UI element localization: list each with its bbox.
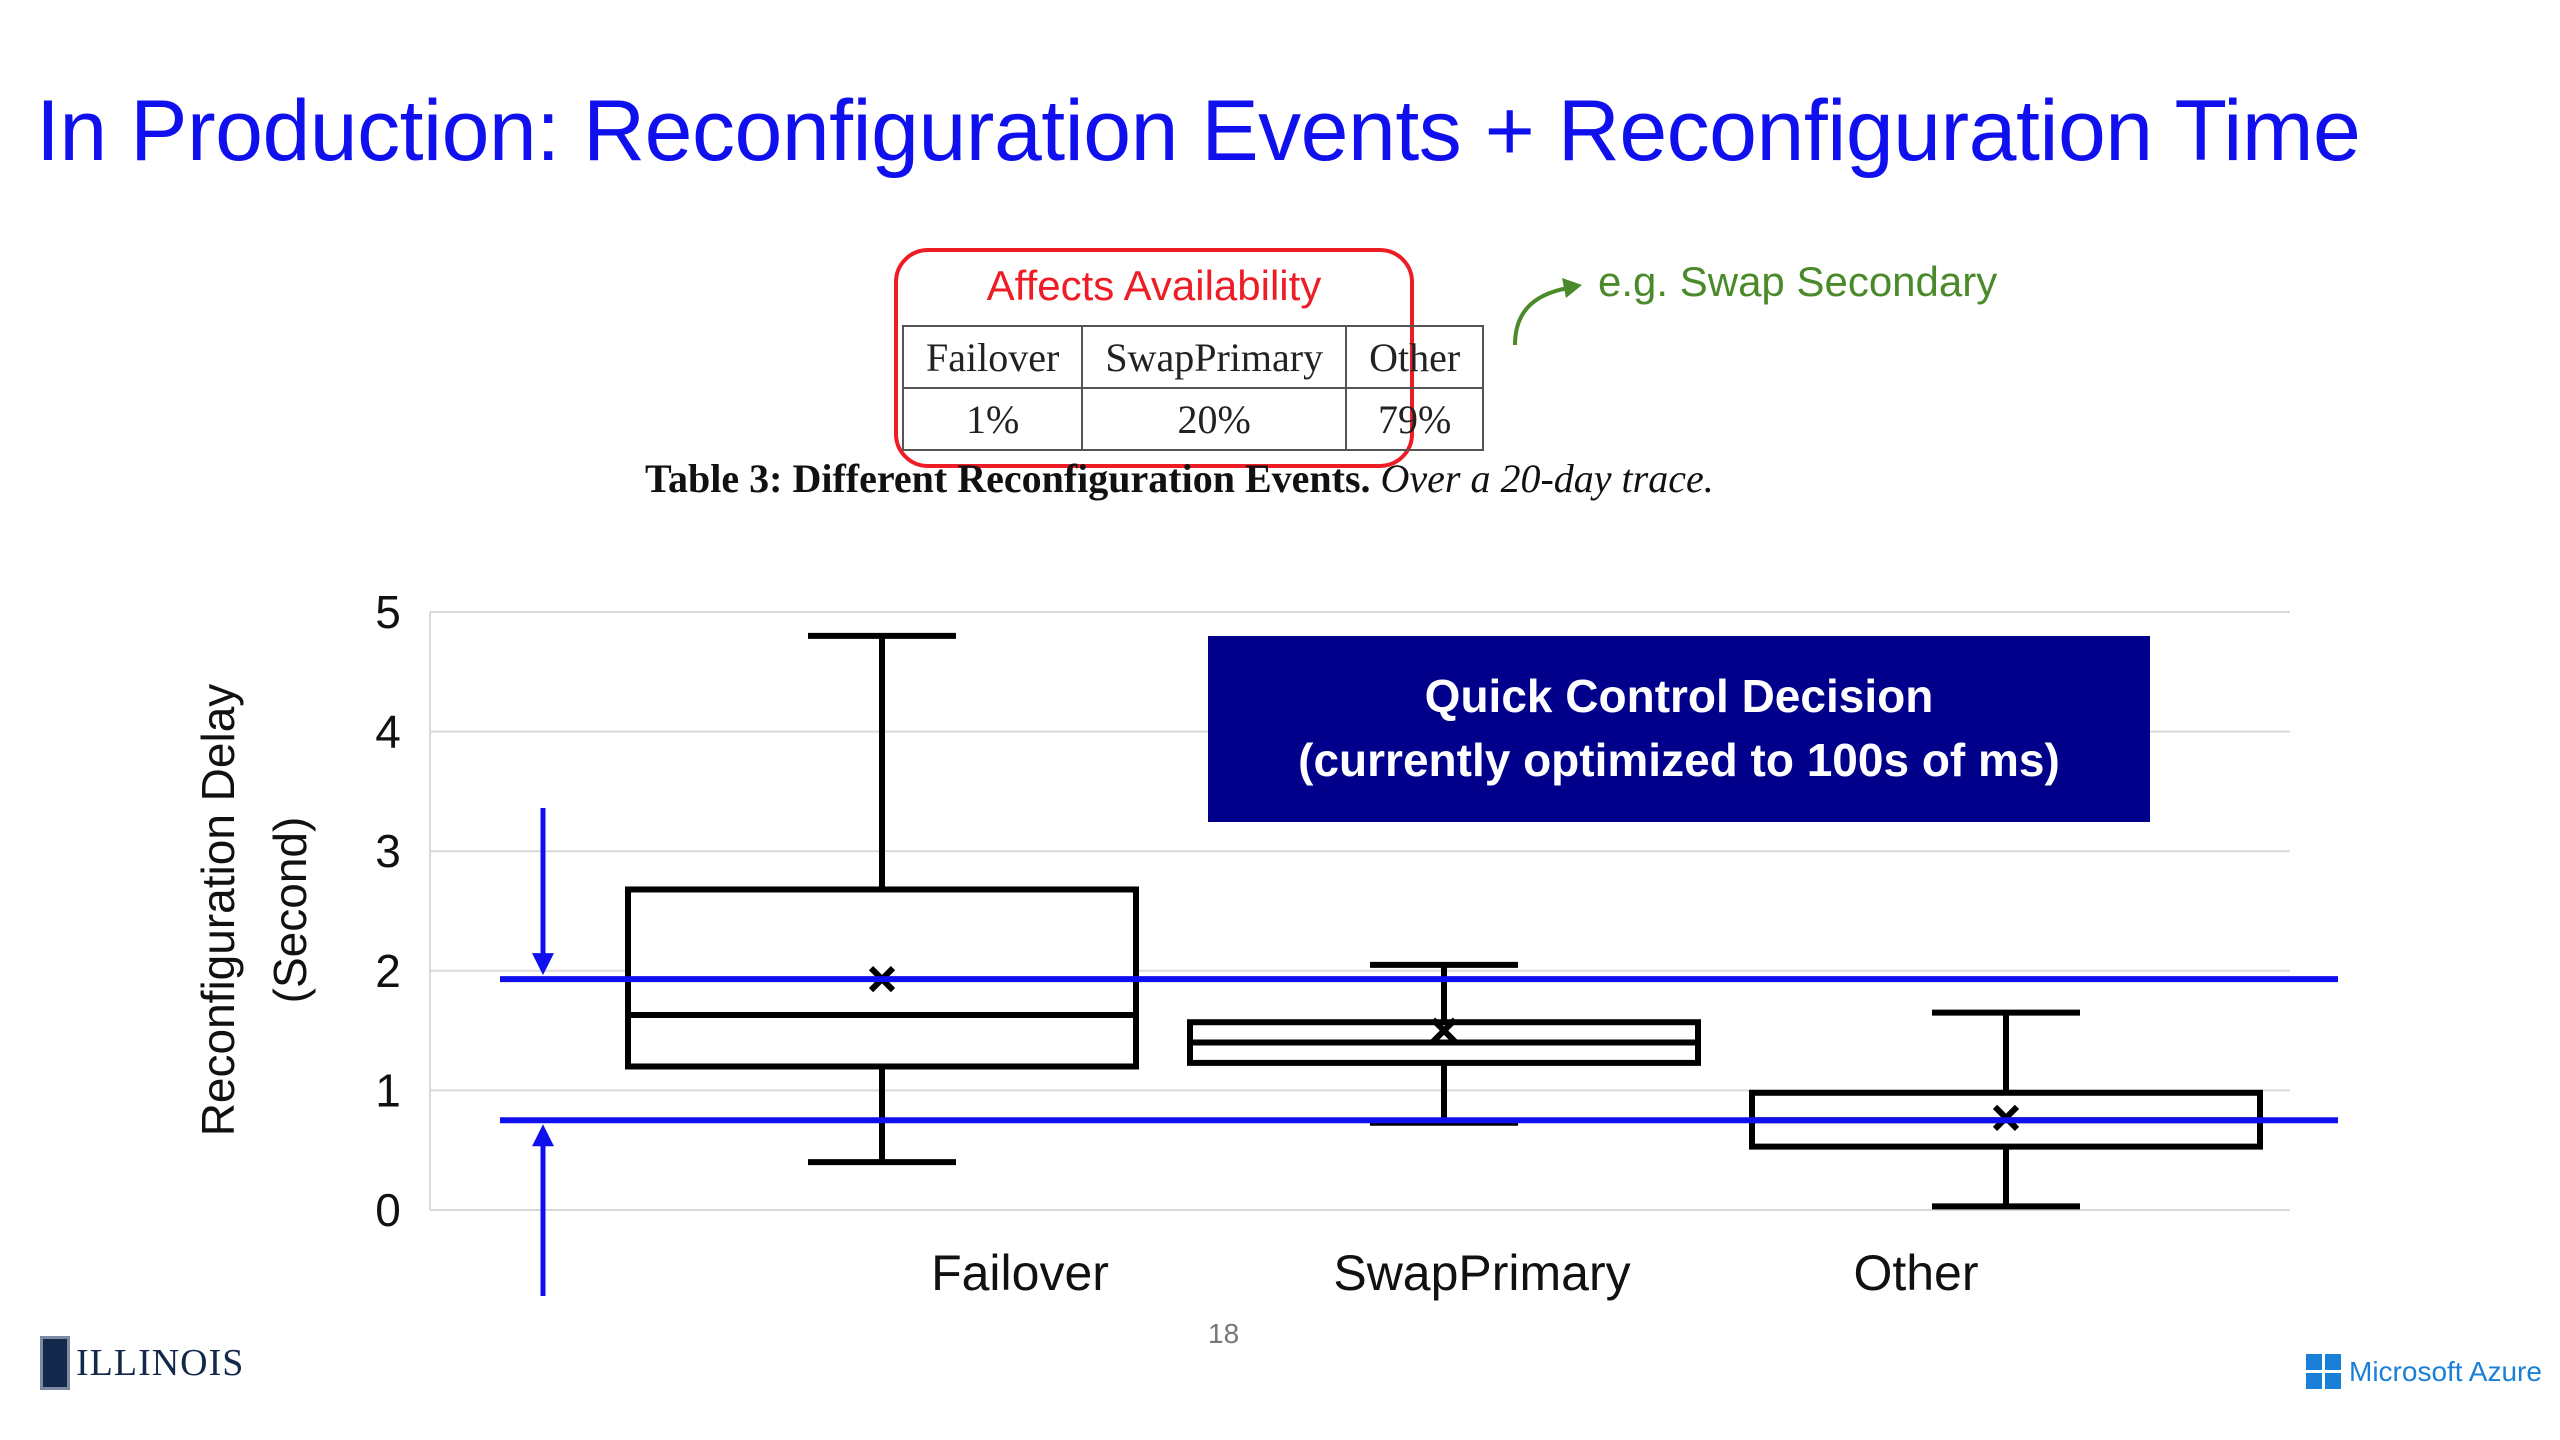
table-value-other: 79% (1345, 387, 1485, 451)
x-category-label: SwapPrimary (1333, 1245, 1630, 1301)
x-category-label: Failover (931, 1245, 1109, 1301)
y-tick-label: 3 (375, 825, 401, 877)
y-axis-title: (Second) (264, 817, 316, 1004)
page-number: 18 (1208, 1318, 1240, 1349)
y-tick-label: 1 (375, 1064, 401, 1116)
events-table: Failover SwapPrimary Other 1% 20% 79% (901, 325, 1485, 451)
x-category-label: Other (1853, 1245, 1978, 1301)
table-value-swapprimary: 20% (1081, 387, 1348, 451)
windows-icon (2306, 1354, 2341, 1389)
table-caption-bold: Table 3: Different Reconfiguration Event… (645, 456, 1371, 501)
y-tick-label: 0 (375, 1184, 401, 1236)
callout-line-2: (currently optimized to 100s of ms) (1298, 734, 2060, 786)
quick-control-callout: Quick Control Decision (currently optimi… (1208, 636, 2150, 822)
up-arrow-head (532, 1124, 554, 1147)
table-caption: Table 3: Different Reconfiguration Event… (645, 455, 1714, 502)
slide-title: In Production: Reconfiguration Events + … (36, 83, 2361, 179)
y-tick-label: 4 (375, 706, 401, 758)
table-value-row: 1% 20% 79% (901, 387, 1485, 451)
illinois-block-i-icon (40, 1336, 70, 1390)
callout-line-1: Quick Control Decision (1424, 670, 1934, 722)
table-header-swapprimary: SwapPrimary (1081, 325, 1348, 389)
availability-label: Affects Availability (986, 262, 1322, 309)
y-tick-label: 5 (375, 586, 401, 638)
table-caption-italic: Over a 20-day trace. (1380, 456, 1714, 501)
table-header-other: Other (1345, 325, 1485, 389)
azure-logo: Microsoft Azure (2306, 1354, 2542, 1389)
mean-marker (1430, 1017, 1458, 1044)
y-axis-title: Reconfiguration Delay (192, 684, 244, 1137)
swap-secondary-note: e.g. Swap Secondary (1598, 258, 1998, 305)
illinois-wordmark: ILLINOIS (76, 1342, 245, 1384)
table-header-row: Failover SwapPrimary Other (901, 325, 1485, 389)
y-tick-label: 2 (375, 945, 401, 997)
illinois-logo: ILLINOIS (40, 1336, 244, 1390)
table-value-failover: 1% (901, 387, 1084, 451)
down-arrow-head (532, 953, 554, 976)
azure-wordmark: Microsoft Azure (2349, 1355, 2542, 1387)
table-header-failover: Failover (901, 325, 1084, 389)
